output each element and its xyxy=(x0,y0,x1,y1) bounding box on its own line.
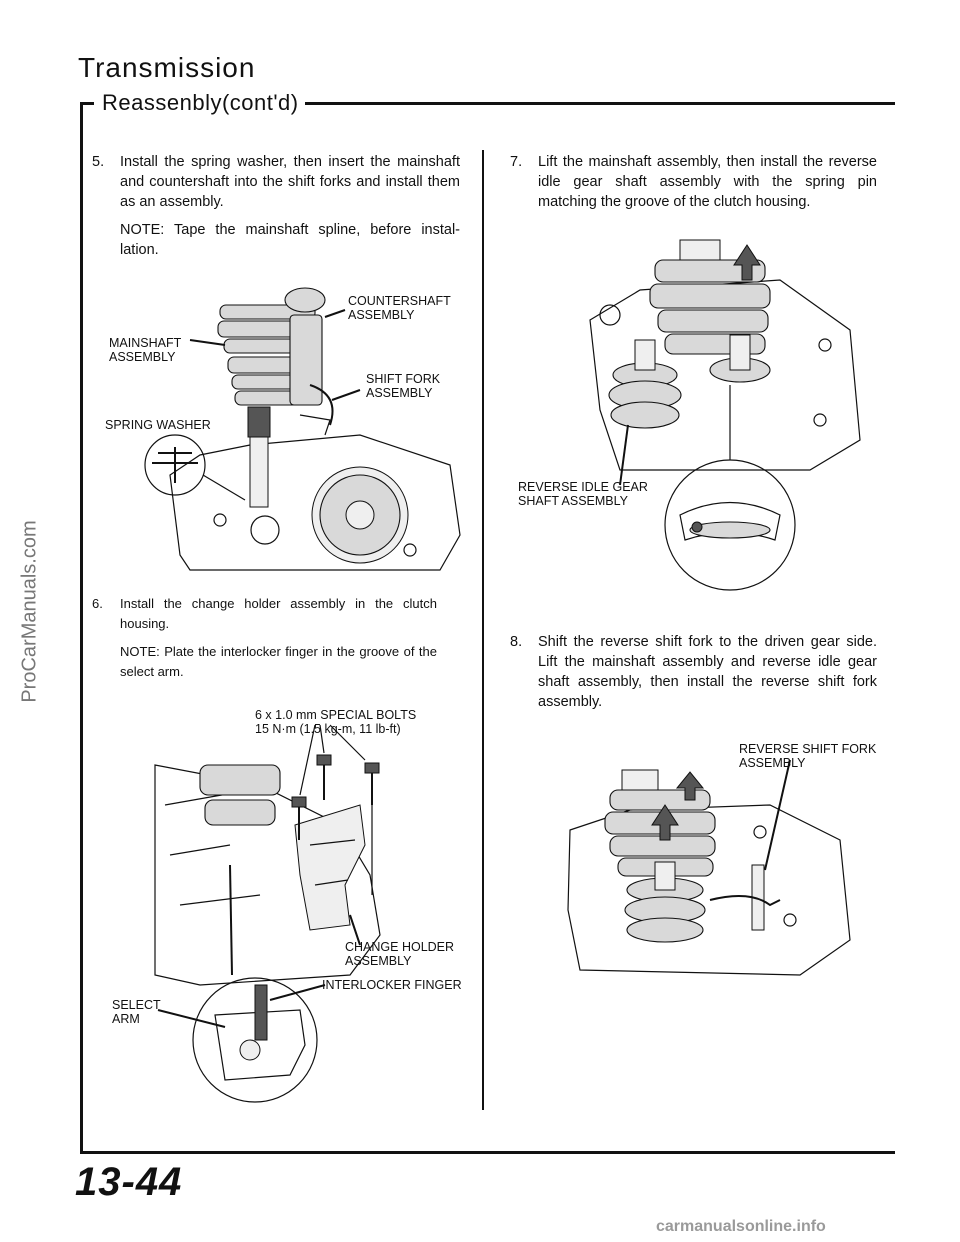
select-arm-label: SELECT ARM xyxy=(112,998,161,1026)
bolts-spec-line1: 6 x 1.0 mm SPECIAL BOLTS xyxy=(255,708,417,722)
reverse-idle-gear-label: REVERSE IDLE GEAR SHAFT ASSEMBLY xyxy=(518,480,648,508)
step-5-note: NOTE: Tape the mainshaft spline, before … xyxy=(120,222,460,258)
countershaft-label: COUNTERSHAFT ASSEMBLY xyxy=(348,294,451,322)
side-watermark: ProCarManuals.com xyxy=(18,520,41,703)
interlocker-finger-label: INTERLOCKER FINGER xyxy=(322,978,462,992)
reverse-shift-fork-label: REVERSE SHIFT FORK ASSEMBLY xyxy=(739,742,877,770)
section-subtitle: Reassenbly(cont'd) xyxy=(102,90,299,115)
bottom-frame-rule xyxy=(80,1151,895,1154)
page-title: Transmission xyxy=(78,52,256,83)
left-frame-rule xyxy=(80,102,83,1154)
mainshaft-label: MAINSHAFT ASSEMBLY xyxy=(109,336,182,364)
step-6-number: 6. xyxy=(92,596,103,611)
step-6-text: Install the change holder assembly in th… xyxy=(120,596,437,631)
step-5: 5. Install the spring washer, then inser… xyxy=(92,152,460,260)
shift-fork-label: SHIFT FORK ASSEMBLY xyxy=(366,372,441,400)
header-rule-stub xyxy=(80,102,94,105)
header-rule xyxy=(305,102,895,105)
step-7: 7. Lift the mainshaft assembly, then ins… xyxy=(510,152,877,212)
bolts-spec-line2: 15 N·m (1.5 kg-m, 11 lb-ft) xyxy=(255,722,401,736)
change-holder-label: CHANGE HOLDER ASSEMBLY xyxy=(345,940,455,968)
bolt-icon xyxy=(291,796,307,840)
reverse-shift-fork-illustration xyxy=(567,759,851,976)
step-5-number: 5. xyxy=(92,154,105,170)
step-6: 6. Install the change holder assembly in… xyxy=(92,594,437,682)
change-holder-illustration xyxy=(154,724,381,1103)
mainshaft-countershaft-illustration xyxy=(144,287,461,571)
page-number: 13-44 xyxy=(75,1160,183,1204)
spring-washer-label: SPRING WASHER xyxy=(105,418,211,432)
footer-watermark: carmanualsonline.info xyxy=(656,1218,826,1235)
step-5-text: Install the spring washer, then insert t… xyxy=(120,154,460,210)
step-8: 8. Shift the reverse shift fork to the d… xyxy=(510,632,877,712)
reverse-idle-gear-illustration xyxy=(589,239,861,591)
step-8-text: Shift the reverse shift fork to the driv… xyxy=(538,634,877,710)
step-8-number: 8. xyxy=(510,634,523,650)
step-7-number: 7. xyxy=(510,154,523,170)
step-6-note: NOTE: Plate the interlocker finger in th… xyxy=(120,644,437,679)
column-divider xyxy=(482,150,484,1110)
step-7-text: Lift the mainshaft assembly, then instal… xyxy=(538,154,877,210)
